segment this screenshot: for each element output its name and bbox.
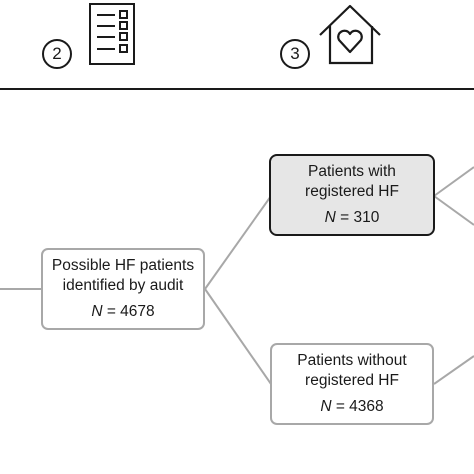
registered-box-count-value: = 310 — [340, 209, 380, 226]
step-number-label: 3 — [290, 44, 300, 63]
audit-box-count: N = 4678 — [91, 302, 154, 322]
connector-to-unregistered — [204, 288, 272, 385]
house-heart-icon — [319, 4, 381, 65]
checklist-icon — [89, 3, 135, 65]
step-number-label: 2 — [52, 44, 62, 63]
n-symbol: N — [91, 303, 103, 320]
audit-box-line-1: Possible HF patients — [51, 257, 195, 274]
unregistered-hf-box: Patients without registered HF N = 4368 — [270, 343, 434, 425]
registered-box-line-2: registered HF — [305, 183, 399, 200]
outgoing-connector-registered-down — [433, 195, 474, 226]
outgoing-connector-registered-up — [433, 166, 474, 197]
registered-hf-box: Patients with registered HF N = 310 — [269, 154, 435, 236]
step-number-2: 2 — [42, 39, 72, 69]
n-symbol: N — [324, 209, 336, 226]
unregistered-box-count-value: = 4368 — [335, 398, 384, 415]
audit-box-count-value: = 4678 — [106, 303, 155, 320]
audit-box-line-2: identified by audit — [62, 277, 184, 294]
connector-to-registered — [204, 195, 272, 290]
unregistered-box-line-2: registered HF — [305, 372, 399, 389]
unregistered-box-line-1: Patients without — [297, 352, 407, 369]
n-symbol: N — [320, 398, 332, 415]
outgoing-connector-unregistered — [433, 355, 474, 385]
step-number-3: 3 — [280, 39, 310, 69]
registered-box-count: N = 310 — [325, 208, 380, 228]
audit-box: Possible HF patients identified by audit… — [41, 248, 205, 330]
registered-box-line-1: Patients with — [308, 163, 396, 180]
unregistered-box-count: N = 4368 — [320, 397, 383, 417]
